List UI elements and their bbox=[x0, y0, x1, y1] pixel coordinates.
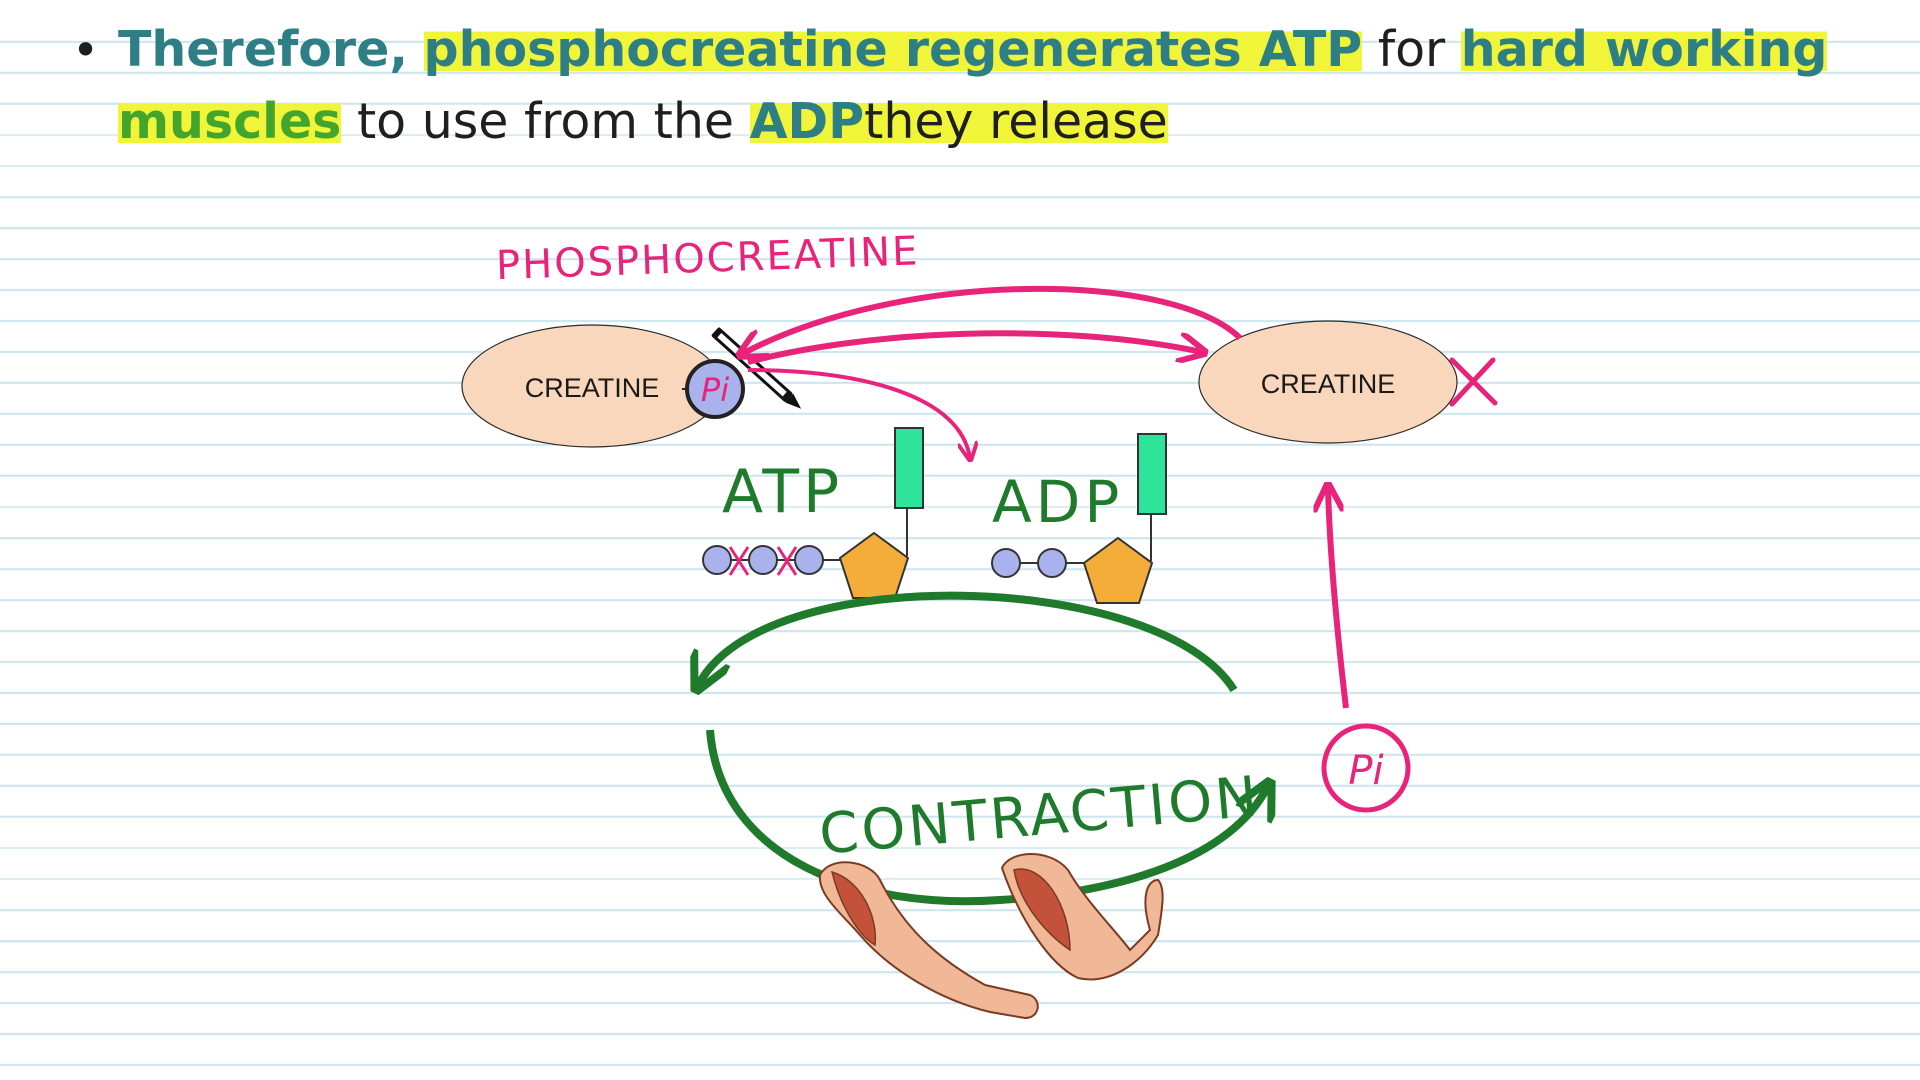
bullet-phrase-to-use: to use from the bbox=[356, 93, 735, 150]
bullet-point: • Therefore, phosphocreatine regenerates… bbox=[72, 14, 1832, 158]
arrow-to-creatine-right bbox=[747, 330, 1202, 365]
bound-phosphate: Pi bbox=[682, 359, 745, 419]
bond-break-mark-2 bbox=[776, 546, 798, 576]
arrow-to-creatine-left bbox=[742, 285, 1243, 354]
adp-phosphate-2 bbox=[1037, 548, 1067, 578]
adp-phosphate-1 bbox=[991, 548, 1021, 578]
arrow-atp-to-adp bbox=[706, 729, 1268, 906]
atp-label: ATP bbox=[722, 457, 843, 527]
creatine-right: CREATINE bbox=[1198, 320, 1458, 444]
creatine-right-label: CREATINE bbox=[1261, 369, 1396, 399]
arrow-adp-to-atp bbox=[698, 591, 1238, 690]
cross-mark-icon bbox=[1449, 357, 1498, 407]
atp-phosphate-3 bbox=[794, 545, 824, 575]
bullet-phrase-phosphocreatine: phosphocreatine regenerates ATP bbox=[423, 21, 1363, 78]
atp-molecule bbox=[702, 427, 924, 599]
creatine-left-label: CREATINE bbox=[525, 373, 660, 403]
flexing-arm-illustration bbox=[818, 853, 1164, 1020]
adp-base bbox=[1137, 433, 1167, 515]
atp-phosphate-1 bbox=[702, 545, 732, 575]
bullet-phrase-hard-working: hard working bbox=[1460, 21, 1828, 78]
bullet-word-muscles: muscles bbox=[118, 93, 342, 150]
phosphocreatine-label: PHOSPHOCREATINE bbox=[495, 228, 920, 289]
bound-phosphate-label: Pi bbox=[701, 371, 729, 409]
bound-phosphate-circle bbox=[685, 359, 745, 419]
bullet-text: Therefore, phosphocreatine regenerates A… bbox=[118, 14, 1832, 158]
free-phosphate-label: Pi bbox=[1348, 748, 1383, 794]
atp-phosphate-2 bbox=[748, 545, 778, 575]
creatine-right-ellipse bbox=[1198, 320, 1458, 444]
bullet-phrase-they-release: they release bbox=[864, 93, 1168, 150]
adp-ribose bbox=[1082, 536, 1154, 604]
bullet-dot: • bbox=[72, 23, 100, 77]
bullet-word-therefore: Therefore, bbox=[118, 21, 408, 78]
adp-label: ADP bbox=[992, 468, 1123, 536]
bullet-word-adp: ADP bbox=[749, 93, 865, 150]
atp-ribose bbox=[838, 531, 910, 599]
arrow-pi-to-creatine bbox=[1328, 488, 1349, 709]
bullet-word-for: for bbox=[1377, 21, 1446, 78]
arrow-to-atp bbox=[747, 368, 970, 458]
bond-break-mark-1 bbox=[728, 546, 750, 576]
adp-molecule bbox=[991, 433, 1167, 604]
atp-base bbox=[894, 427, 924, 509]
free-phosphate-circle bbox=[1321, 723, 1411, 813]
creatine-left: CREATINE bbox=[461, 324, 723, 448]
